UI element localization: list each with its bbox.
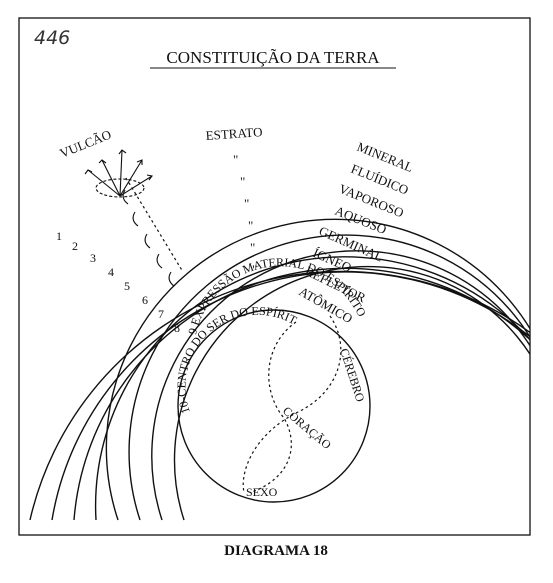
diagram-title: CONSTITUIÇÃO DA TERRA	[166, 48, 380, 67]
layer-nine-circle	[177, 309, 371, 503]
diagram-frame	[18, 17, 531, 536]
layer-label-estrato: ESTRATO	[205, 124, 263, 143]
ditto-mark-germinal: "	[250, 240, 255, 255]
ditto-mark-aquoso: "	[248, 218, 253, 233]
layer-number-6: 6	[142, 293, 148, 307]
ditto-mark-mineral: "	[233, 152, 238, 167]
dotted-volcano-shaft	[125, 177, 184, 273]
layer-number-2: 2	[72, 239, 78, 253]
layer-arc-7	[151, 250, 530, 521]
layer-number-3: 3	[90, 251, 96, 265]
sex-label: SEXO	[246, 485, 278, 499]
page-number: 446	[34, 27, 70, 49]
layer-number-5: 5	[124, 279, 130, 293]
dotted-figure-left	[251, 321, 297, 493]
volcano-eruption	[84, 149, 175, 287]
heart-label: CORAÇÃO	[280, 404, 334, 453]
layer-number-4: 4	[108, 265, 114, 279]
layer-number-7: 7	[158, 307, 164, 321]
layer-arc-6	[128, 234, 530, 521]
layer-arc-5	[105, 218, 530, 521]
layer-arc-4	[94, 256, 530, 521]
ditto-mark-vaporoso: "	[244, 196, 249, 211]
ditto-mark-igneo: "	[252, 262, 257, 277]
layer-number-1: 1	[56, 229, 62, 243]
brain-label: CÉREBRO	[337, 347, 368, 404]
ditto-mark-fluidico: "	[240, 174, 245, 189]
layer-arc-3	[73, 267, 530, 521]
volcano-label: VULCÃO	[58, 127, 114, 161]
layer-number-8: 8	[174, 321, 180, 335]
volcano-crater	[95, 178, 145, 198]
dotted-figure-right	[242, 315, 342, 493]
diagram-caption: DIAGRAMA 18	[224, 543, 328, 559]
layer-arc-2	[51, 271, 530, 521]
layer-arc-8	[173, 265, 530, 521]
